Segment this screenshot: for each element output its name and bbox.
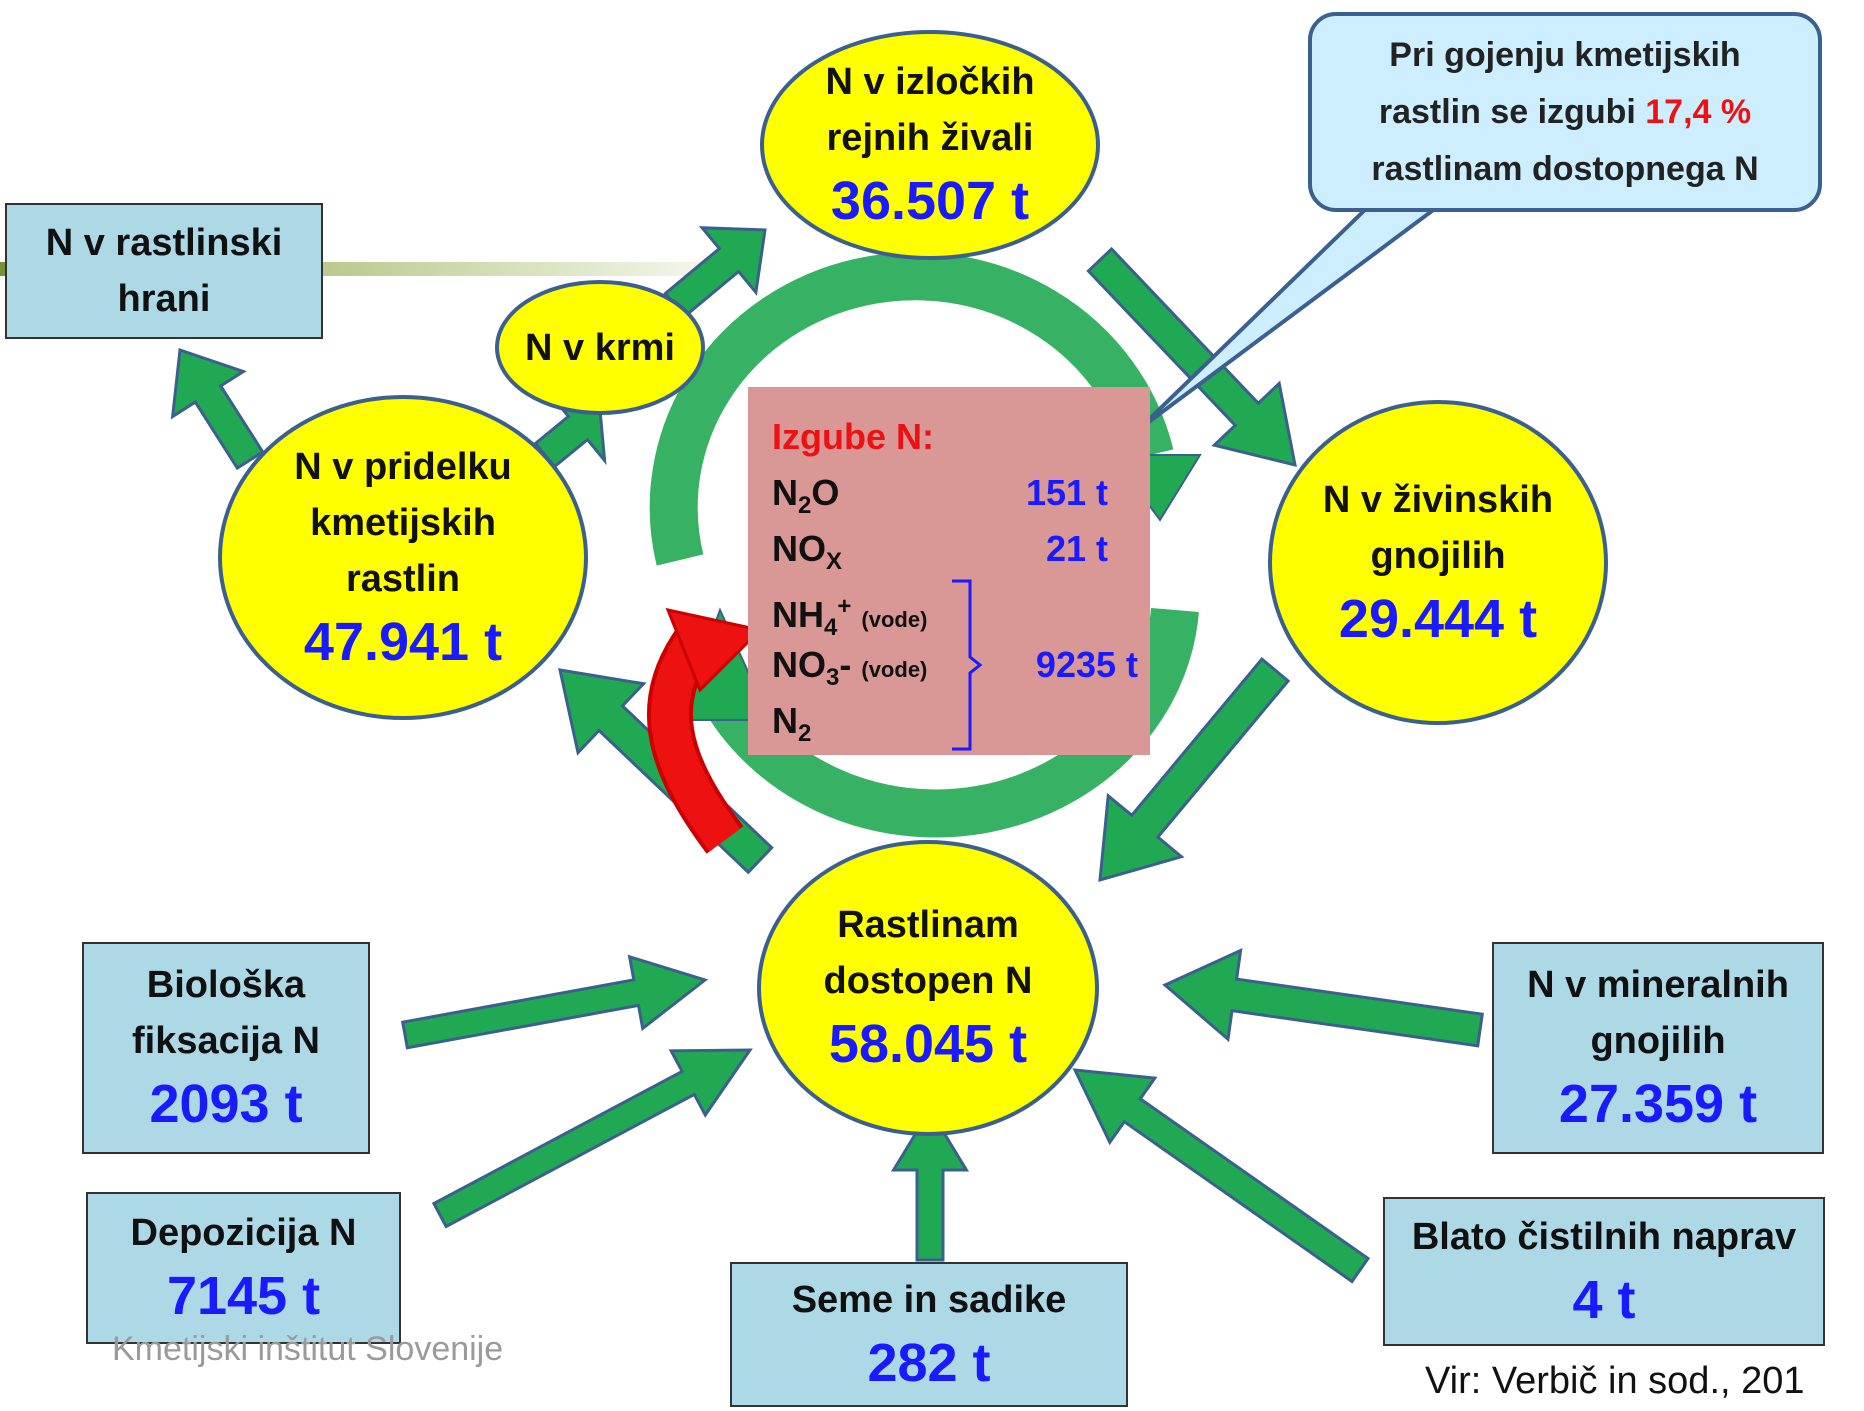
loss-n2o: N2O: [772, 465, 839, 521]
arrow-mineral-to-available: [1162, 948, 1485, 1048]
node-deposition: Depozicija N 7145 t: [86, 1192, 401, 1344]
node-excreta: N v izločkih rejnih živali 36.507 t: [760, 30, 1100, 260]
node-seeds: Seme in sadike 282 t: [730, 1262, 1128, 1407]
loss-nox-value: 21 t: [1045, 528, 1108, 569]
node-deposition-value: 7145 t: [166, 1266, 321, 1326]
loss-n2o-value: 151 t: [1025, 472, 1108, 513]
loss-nox: NOX: [772, 521, 842, 577]
node-mineral-label1: N v mineralnih: [1527, 964, 1789, 1006]
loss-no3-note: (vode): [861, 657, 928, 682]
callout-line1: Pri gojenju kmetijskih: [1389, 35, 1741, 74]
node-bio-fixation-value: 2093 t: [149, 1074, 303, 1134]
institute-logo-text: Kmetijski inštitut Slovenije: [112, 1330, 504, 1368]
arrow-crops-to-food: [170, 347, 265, 471]
node-crops-label1: N v pridelku: [294, 445, 512, 488]
loss-n2-main: N: [772, 700, 798, 741]
loss-no3-rest: -: [839, 644, 852, 685]
callout-line3: rastlinam dostopnega N: [1371, 149, 1759, 188]
node-mineral-value: 27.359 t: [1558, 1074, 1758, 1134]
node-deposition-label: Depozicija N: [130, 1212, 357, 1254]
loss-group-value: 9235 t: [1035, 644, 1138, 685]
node-sludge-value: 4 t: [1572, 1269, 1636, 1330]
arrow-sludge-to-available: [1072, 1068, 1371, 1284]
loss-n2o-sub: 2: [798, 492, 812, 520]
node-crops-label2: kmetijskih: [310, 501, 496, 544]
node-plant-food: N v rastlinski hrani: [5, 203, 323, 339]
node-feed: N v krmi: [495, 280, 705, 415]
arrow-seeds-to-available: [890, 1107, 970, 1262]
source-note: Vir: Verbič in sod., 201: [1425, 1360, 1805, 1402]
node-available-label1: Rastlinam: [837, 904, 1019, 946]
loss-no3: NO3- (vode): [772, 637, 927, 693]
node-available-label2: dostopen N: [823, 960, 1033, 1002]
node-bio-fixation-label2: fiksacija N: [132, 1020, 320, 1062]
node-manure-value: 29.444 t: [1338, 588, 1538, 649]
node-crops-value: 47.941 t: [303, 611, 503, 672]
loss-nox-main: NO: [772, 528, 826, 569]
node-mineral-label2: gnojilih: [1590, 1020, 1726, 1062]
arrow-dep-to-available: [431, 1048, 753, 1229]
node-plant-food-label2: hrani: [117, 278, 211, 320]
loss-no3-main: NO: [772, 644, 826, 685]
node-mineral: N v mineralnih gnojilih 27.359 t: [1492, 942, 1824, 1154]
loss-n2o-rest: O: [811, 472, 840, 513]
node-seeds-value: 282 t: [867, 1332, 991, 1393]
node-excreta-label1: N v izločkih: [825, 61, 1035, 103]
callout-tail: [1136, 203, 1447, 432]
loss-nh4-main: NH: [772, 594, 824, 635]
loss-no3-sub: 3: [826, 664, 840, 692]
losses-box: Izgube N: N2O 151 t NOX 21 t NH4+ (vode)…: [748, 387, 1150, 755]
loss-nh4-sub: 4: [824, 614, 838, 642]
loss-nox-sub: X: [826, 548, 843, 576]
node-sludge-label: Blato čistilnih naprav: [1411, 1215, 1797, 1258]
loss-nh4: NH4+ (vode): [772, 579, 928, 641]
node-manure-label2: gnojilih: [1370, 534, 1506, 577]
node-excreta-value: 36.507 t: [830, 171, 1030, 231]
node-bio-fixation: Biološka fiksacija N 2093 t: [82, 942, 370, 1154]
loss-nh4-note: (vode): [861, 607, 928, 632]
arrow-excreta-to-manure: [1086, 246, 1297, 468]
node-manure-label1: N v živinskih: [1322, 478, 1554, 521]
node-available: Rastlinam dostopen N 58.045 t: [757, 840, 1099, 1136]
losses-title: Izgube N:: [772, 416, 934, 457]
loss-n2-sub: 2: [798, 720, 812, 748]
loss-nh4-sup: +: [837, 593, 852, 620]
arrow-manure-to-available: [1098, 656, 1291, 883]
flow-arrows: [170, 226, 1485, 1284]
callout-bubble: Pri gojenju kmetijskih rastlin se izgubi…: [1308, 12, 1822, 212]
callout-pct: 17,4 %: [1645, 92, 1752, 131]
node-excreta-label2: rejnih živali: [826, 117, 1034, 159]
node-manure: N v živinskih gnojilih 29.444 t: [1268, 400, 1608, 725]
node-available-value: 58.045 t: [828, 1014, 1028, 1074]
node-seeds-label: Seme in sadike: [791, 1278, 1067, 1321]
node-plant-food-label1: N v rastlinski: [45, 222, 283, 264]
losses-brace: [952, 579, 983, 751]
node-crops-label3: rastlin: [345, 557, 461, 600]
arrow-bio-to-available: [400, 954, 709, 1050]
callout-line2: rastlin se izgubi: [1378, 92, 1636, 131]
node-bio-fixation-label1: Biološka: [146, 964, 306, 1006]
loss-n2o-main: N: [772, 472, 798, 513]
arrow-feed-to-excreta: [663, 226, 767, 319]
node-sludge: Blato čistilnih naprav 4 t: [1383, 1197, 1825, 1346]
loss-n2: N2: [772, 693, 811, 749]
loss-arrow-head: [665, 607, 764, 693]
node-crops: N v pridelku kmetijskih rastlin 47.941 t: [218, 395, 588, 720]
node-feed-label: N v krmi: [525, 326, 675, 369]
